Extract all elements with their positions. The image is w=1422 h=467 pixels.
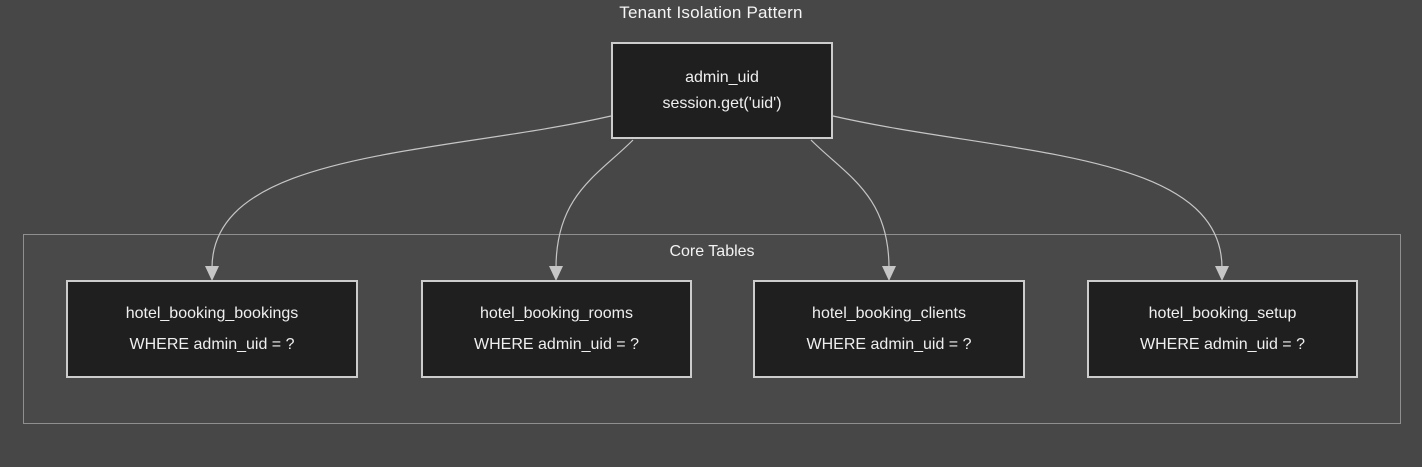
node-hotel-booking-setup: hotel_booking_setup WHERE admin_uid = ? — [1087, 280, 1358, 378]
diagram-title: Tenant Isolation Pattern — [619, 3, 803, 22]
table-where-clause: WHERE admin_uid = ? — [1140, 336, 1305, 353]
core-tables-container: Core Tables — [23, 234, 1401, 424]
table-where-clause: WHERE admin_uid = ? — [129, 336, 295, 353]
table-name: hotel_booking_rooms — [480, 305, 633, 322]
table-name: hotel_booking_clients — [812, 305, 966, 322]
node-admin-uid: admin_uid session.get('uid') — [611, 42, 833, 139]
node-admin-uid-source: session.get('uid') — [662, 94, 782, 112]
node-hotel-booking-clients: hotel_booking_clients WHERE admin_uid = … — [753, 280, 1025, 378]
table-name: hotel_booking_setup — [1148, 305, 1297, 322]
table-where-clause: WHERE admin_uid = ? — [474, 336, 639, 353]
node-hotel-booking-rooms: hotel_booking_rooms WHERE admin_uid = ? — [421, 280, 692, 378]
table-where-clause: WHERE admin_uid = ? — [806, 336, 972, 353]
table-name: hotel_booking_bookings — [125, 305, 299, 322]
node-hotel-booking-bookings: hotel_booking_bookings WHERE admin_uid =… — [66, 280, 358, 378]
core-tables-label: Core Tables — [669, 243, 755, 260]
node-admin-uid-name: admin_uid — [685, 68, 759, 86]
